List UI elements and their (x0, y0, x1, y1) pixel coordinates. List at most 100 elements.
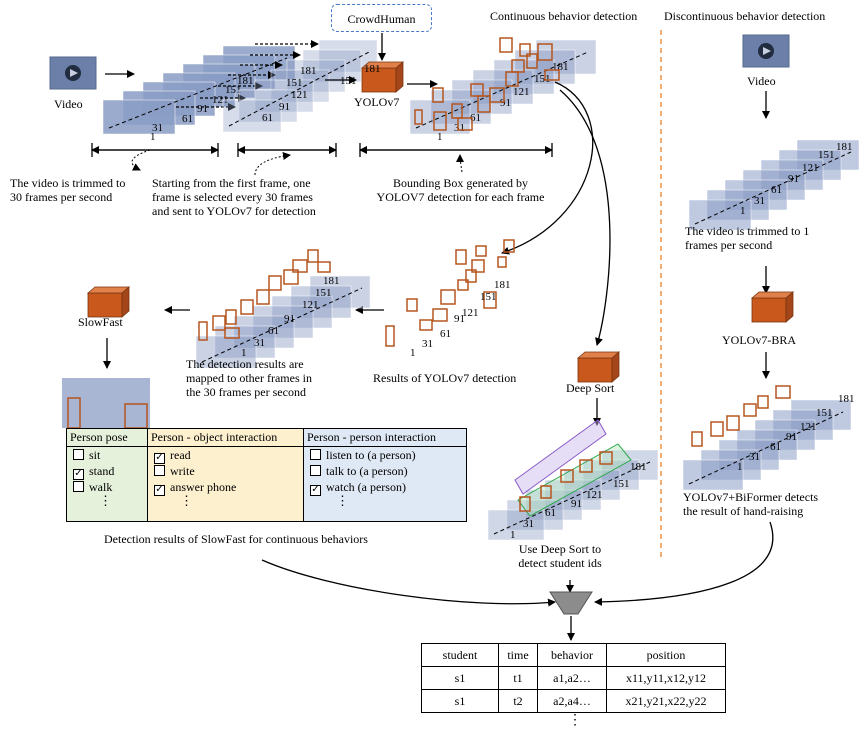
caption-slowfast-results: Detection results of SlowFast for contin… (104, 532, 368, 546)
frame-number-label: 1 (740, 205, 746, 217)
arrow-slowfast-to-funnel (261, 559, 556, 607)
frame-number-label: 151 (340, 75, 357, 87)
table-header-row: student time behavior position (421, 643, 726, 667)
stack-handraise-diagonal (688, 411, 844, 485)
frame-number-label: 151 (286, 77, 303, 89)
stack-mapped-frame (252, 305, 314, 339)
frame-number-label: 181 (364, 63, 381, 75)
yolov7-bra-label: YOLOv7-BRA (722, 333, 796, 347)
frame-number-label: 91 (279, 101, 290, 113)
bounding-box (240, 299, 254, 315)
table-cell: x11,y11,x12,y12 (606, 666, 726, 690)
object-item-read: ✓read (154, 448, 191, 464)
bounding-box (743, 403, 757, 417)
bounding-box (224, 327, 240, 339)
bounding-box (599, 451, 613, 465)
frame-number-label: 151 (480, 291, 497, 303)
module-cube-icon-side (611, 351, 620, 383)
frame-number-label: 31 (254, 337, 265, 349)
bounding-box (497, 256, 507, 268)
stack-handraise-frame (682, 459, 744, 491)
crowdhuman-box: CrowdHuman (331, 4, 432, 32)
object-interaction-title: Person - object interaction (148, 429, 303, 447)
stack-selected-frame (222, 99, 282, 133)
frame-number-label: 151 (818, 149, 835, 161)
pose-item-sit: sit (67, 447, 147, 463)
stack-selected-frame (254, 79, 314, 113)
bounding-box (432, 87, 444, 103)
pose-item-walk: walk (67, 479, 147, 495)
frame-number-label: 151 (315, 287, 332, 299)
person-pose-title: Person pose (67, 429, 147, 447)
object-interaction-panel: Person - object interaction ✓read write … (147, 428, 304, 522)
dotted-caption-arrow (131, 149, 151, 171)
bounding-box (544, 69, 560, 81)
module-cube-icon-side (121, 286, 130, 318)
frame-number-label: 1 (510, 529, 516, 541)
bounding-box (519, 496, 531, 512)
frame-number-label: 1 (410, 347, 416, 359)
frame-number-label: 61 (545, 507, 556, 519)
object-item-answer-phone: ✓answer phone (154, 480, 237, 496)
video-label-right: Video (747, 74, 776, 88)
bounding-box (511, 59, 525, 73)
bounding-box (526, 53, 538, 69)
stack-mapped-frame (271, 295, 333, 329)
dotted-caption-arrow (456, 154, 465, 173)
bounding-box (519, 43, 531, 57)
bounding-box (317, 261, 331, 273)
pose-more-dots: ⋮ (99, 493, 112, 508)
table-cell: x21,y21,x22,y22 (606, 689, 726, 713)
frame-number-label: 121 (212, 94, 229, 106)
frame-number-label: 31 (454, 122, 465, 134)
bounding-box (455, 249, 467, 265)
table-row: s1 t2 a2,a4… x21,y21,x22,y22 (421, 689, 726, 713)
frame-number-label: 121 (800, 421, 817, 433)
bounding-box (499, 37, 513, 53)
col-position: position (606, 643, 726, 667)
frame-number-label: 181 (630, 461, 647, 473)
frame-number-label: 91 (571, 498, 582, 510)
stack-30fps-frame (102, 99, 176, 135)
person-interaction-panel: Person - person interaction listen to (a… (303, 428, 467, 522)
person-interaction-title: Person - person interaction (304, 429, 466, 447)
frame-number-label: 61 (440, 328, 451, 340)
stack-1fps-diagonal (694, 151, 852, 225)
bounding-box (406, 298, 418, 312)
frame-number-label: 91 (500, 97, 511, 109)
video-label-left: Video (54, 97, 83, 111)
stack-tracks-frame (544, 479, 602, 511)
header-discontinuous: Discontinuous behavior detection (664, 9, 826, 23)
stack-bbox-frame (409, 99, 471, 135)
bounding-box (414, 109, 423, 125)
frame-number-label: 31 (754, 195, 765, 207)
bounding-box (471, 259, 485, 273)
stack-1fps-frame (688, 199, 752, 231)
table-row: s1 t1 a1,a2… x11,y11,x12,y12 (421, 666, 726, 690)
frame-number-label: 151 (534, 73, 551, 85)
yolov7-label: YOLOv7 (354, 95, 400, 109)
person-image-area (62, 378, 150, 428)
table-cell: a2,a4… (537, 689, 607, 713)
person-item-watch: ✓watch (a person) (310, 480, 406, 496)
frame-number-label: 121 (513, 86, 530, 98)
frame-number-label: 151 (225, 84, 242, 96)
frame-number-label: 91 (284, 313, 295, 325)
funnel-icon (549, 591, 593, 615)
frame-number-label: 151 (613, 478, 630, 490)
video-play-triangle (763, 47, 771, 55)
module-cube-icon (577, 357, 613, 383)
bounding-box (775, 385, 791, 399)
frame-number-label: 151 (816, 407, 833, 419)
module-cube-icon (87, 292, 123, 318)
bounding-box (540, 485, 552, 499)
frame-number-label: 61 (470, 112, 481, 124)
person-item-listen: listen to (a person) (304, 447, 466, 463)
checkbox-icon (310, 465, 321, 476)
